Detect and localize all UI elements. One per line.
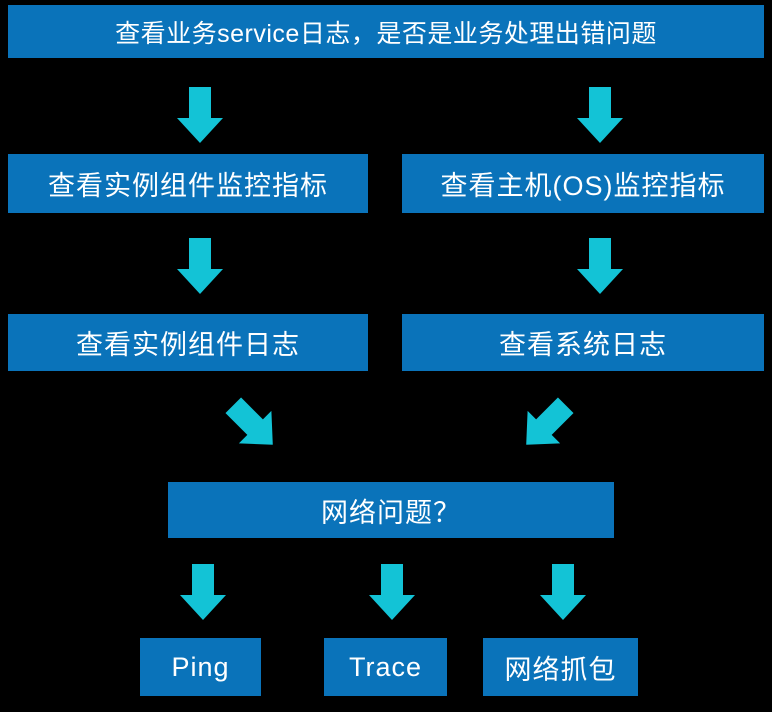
down-arrow-icon <box>369 564 415 620</box>
node-instance-component-metrics: 查看实例组件监控指标 <box>8 154 368 213</box>
node-packet-capture: 网络抓包 <box>483 638 638 696</box>
down-arrow-shape <box>369 564 415 620</box>
down-left-arrow-shape <box>526 397 574 445</box>
node-network-question: 网络问题？ <box>168 482 614 538</box>
node-packet-capture-label: 网络抓包 <box>504 654 617 685</box>
node-check-service-log: 查看业务service日志，是否是业务处理出错问题 <box>8 5 764 58</box>
down-arrow-shape <box>577 238 623 294</box>
node-network-question-label: 网络问题？ <box>321 497 461 528</box>
down-arrow-shape <box>177 87 223 143</box>
node-system-logs: 查看系统日志 <box>402 314 764 371</box>
down-arrow-icon <box>577 87 623 143</box>
down-arrow-icon <box>177 238 223 294</box>
down-arrow-icon <box>180 564 226 620</box>
down-arrow-shape <box>577 87 623 143</box>
down-right-arrow-icon <box>217 389 289 461</box>
node-instance-component-logs-label: 查看实例组件日志 <box>76 330 300 360</box>
node-host-os-metrics-label: 查看主机(OS)监控指标 <box>440 171 726 201</box>
down-arrow-shape <box>177 238 223 294</box>
node-ping: Ping <box>140 638 261 696</box>
down-arrow-icon <box>577 238 623 294</box>
node-check-service-log-label: 查看业务service日志，是否是业务处理出错问题 <box>115 19 657 48</box>
node-instance-component-logs: 查看实例组件日志 <box>8 314 368 371</box>
node-trace: Trace <box>324 638 447 696</box>
down-arrow-shape <box>540 564 586 620</box>
down-arrow-icon <box>540 564 586 620</box>
node-system-logs-label: 查看系统日志 <box>499 330 667 360</box>
down-left-arrow-icon <box>510 389 582 461</box>
node-trace-label: Trace <box>348 651 422 682</box>
down-arrow-icon <box>177 87 223 143</box>
down-right-arrow-shape <box>225 397 273 445</box>
node-ping-label: Ping <box>171 651 230 682</box>
node-instance-component-metrics-label: 查看实例组件监控指标 <box>48 171 328 201</box>
down-arrow-shape <box>180 564 226 620</box>
node-host-os-metrics: 查看主机(OS)监控指标 <box>402 154 764 213</box>
